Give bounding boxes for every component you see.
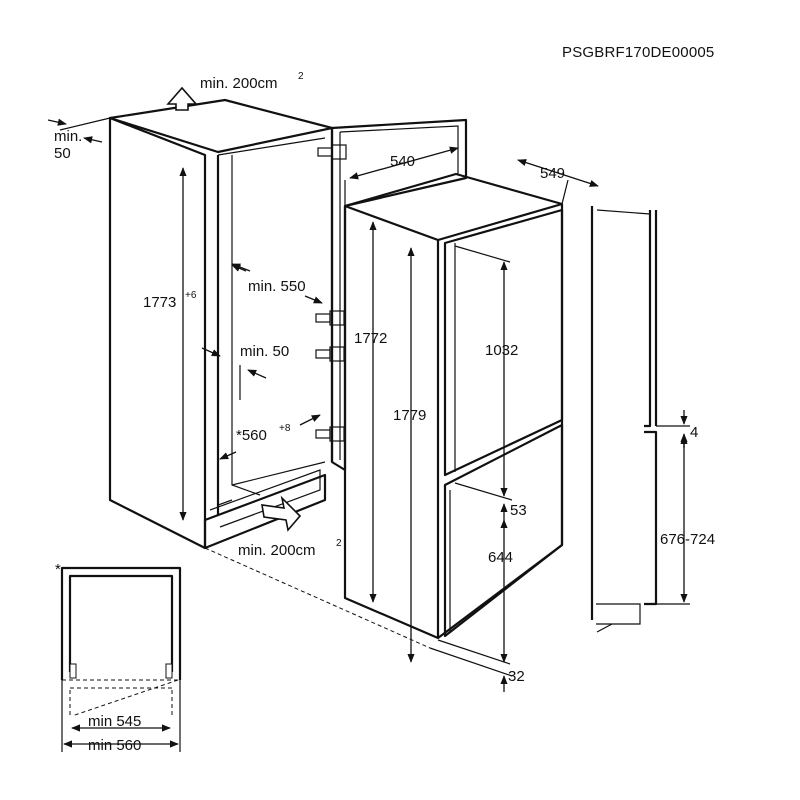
- cabinet-inner-wall: [231, 155, 261, 496]
- bottom-vent-sup: 2: [336, 538, 342, 549]
- niche-width-sup: +8: [279, 423, 291, 434]
- appliance-body: [204, 172, 564, 649]
- rear-gap-arrow-1: [201, 347, 221, 357]
- bottom-vent-indicator: min. 200cm 2: [238, 495, 342, 559]
- width-arrow-right: [299, 414, 321, 426]
- furniture-gap-label: 4: [690, 424, 698, 441]
- plan-view: * min 545 min 560: [55, 561, 182, 754]
- niche-height-sup: +6: [185, 290, 197, 301]
- furniture-gap-dimension: 4: [656, 410, 698, 448]
- profile-top: [596, 209, 651, 215]
- door-gap-label: 53: [510, 502, 527, 519]
- upper-furniture-door: [644, 210, 652, 428]
- floor-projection-line: [204, 547, 431, 649]
- vent-inlet-arrow-icon: [261, 495, 302, 532]
- plan-hinge-left: [69, 663, 77, 679]
- rear-gap-label: min. 50: [240, 343, 289, 360]
- niche-width-label: *560: [236, 427, 267, 444]
- appliance-width-label: 540: [390, 153, 415, 170]
- top-gap-label: min.: [54, 128, 82, 145]
- top-vent-sup: 2: [298, 71, 304, 82]
- body-height-label: 1772: [354, 330, 387, 347]
- appliance-top-right-edge: [437, 202, 563, 242]
- appliance-depth-dimension: 549: [517, 159, 599, 205]
- plan-hinge-right: [165, 663, 173, 679]
- niche-height-dimension: 1773 +6: [143, 167, 197, 521]
- body-height-dimension: 1772: [354, 221, 387, 603]
- appliance-depth-line: [517, 159, 599, 187]
- upper-door-dimension: 1032: [454, 245, 518, 497]
- lower-door-label: 644: [488, 549, 513, 566]
- plan-min-outer-label: min 560: [88, 737, 141, 754]
- plan-door-swing: [71, 679, 179, 717]
- door-gap-ext: [454, 482, 513, 501]
- cabinet-left-side: [108, 116, 207, 550]
- width-arrow-left: [219, 451, 237, 460]
- total-height-label: 1779: [393, 407, 426, 424]
- depth-ext: [561, 179, 569, 205]
- lower-door-dimension: 644: [437, 519, 513, 665]
- doc-code: PSGBRF170DE00005: [562, 44, 714, 61]
- plan-view-marker: *: [55, 561, 61, 578]
- niche-width-dimension: *560 +8: [219, 414, 321, 460]
- top-gap-arrow-2: [83, 136, 103, 144]
- upper-door-label: 1032: [485, 342, 518, 359]
- cabinet-top: [108, 98, 334, 154]
- vent-up-arrow-icon: [166, 86, 198, 111]
- niche-depth-dimension: min. 550: [231, 263, 323, 304]
- depth-arrow-left: [231, 264, 247, 272]
- appliance-width-dimension: 540: [344, 146, 459, 206]
- bottom-offset-dimension: 32: [429, 647, 525, 692]
- top-gap-dimension: min. 50: [47, 117, 111, 162]
- depth-arrow-right: [304, 295, 323, 304]
- upper-door: [443, 208, 564, 477]
- top-vent-indicator: min. 200cm 2: [166, 71, 304, 111]
- niche-depth-label: min. 550: [248, 278, 306, 295]
- furniture-height-label: 676-724: [660, 531, 715, 548]
- top-gap-value: 50: [54, 145, 71, 162]
- cabinet-inner-top: [217, 137, 326, 156]
- plinth-profile: [596, 603, 641, 625]
- bottom-vent-label: min. 200cm: [238, 542, 316, 559]
- door-gap-dimension: 53: [454, 482, 527, 520]
- top-vent-label: min. 200cm: [200, 75, 278, 92]
- niche-cabinet: [108, 98, 334, 550]
- appliance-top-front-edge: [344, 204, 439, 242]
- depth-arrow-1: [231, 263, 251, 272]
- bottom-offset-ext: [429, 647, 513, 677]
- bottom-offset-label: 32: [508, 668, 525, 685]
- appliance-depth-label: 549: [540, 165, 565, 182]
- upper-door-ext: [454, 245, 511, 263]
- furniture-door-profile: [590, 206, 658, 633]
- top-gap-ext-line: [59, 117, 111, 131]
- furniture-height-dimension: 676-724: [656, 435, 715, 605]
- total-height-dimension: 1779: [393, 247, 426, 663]
- lower-door: [443, 423, 564, 638]
- plan-inner-wall: [68, 574, 174, 672]
- niche-height-label: 1773: [143, 294, 176, 311]
- lower-furniture-door: [644, 430, 658, 606]
- plan-outer-wall: [60, 566, 182, 680]
- top-gap-arrow-1: [47, 118, 67, 126]
- appliance-width-line: [349, 146, 459, 180]
- rear-gap-arrow-2: [247, 369, 267, 379]
- cabinet-base-step: [217, 499, 233, 515]
- plinth-tip: [596, 623, 613, 633]
- appliance-outline: [343, 172, 564, 640]
- rear-gap-dimension: min. 50: [201, 343, 289, 400]
- cabinet-floor-inner: [231, 461, 326, 486]
- plan-min-inner-label: min 545: [88, 713, 141, 730]
- lower-door-ext: [437, 639, 511, 665]
